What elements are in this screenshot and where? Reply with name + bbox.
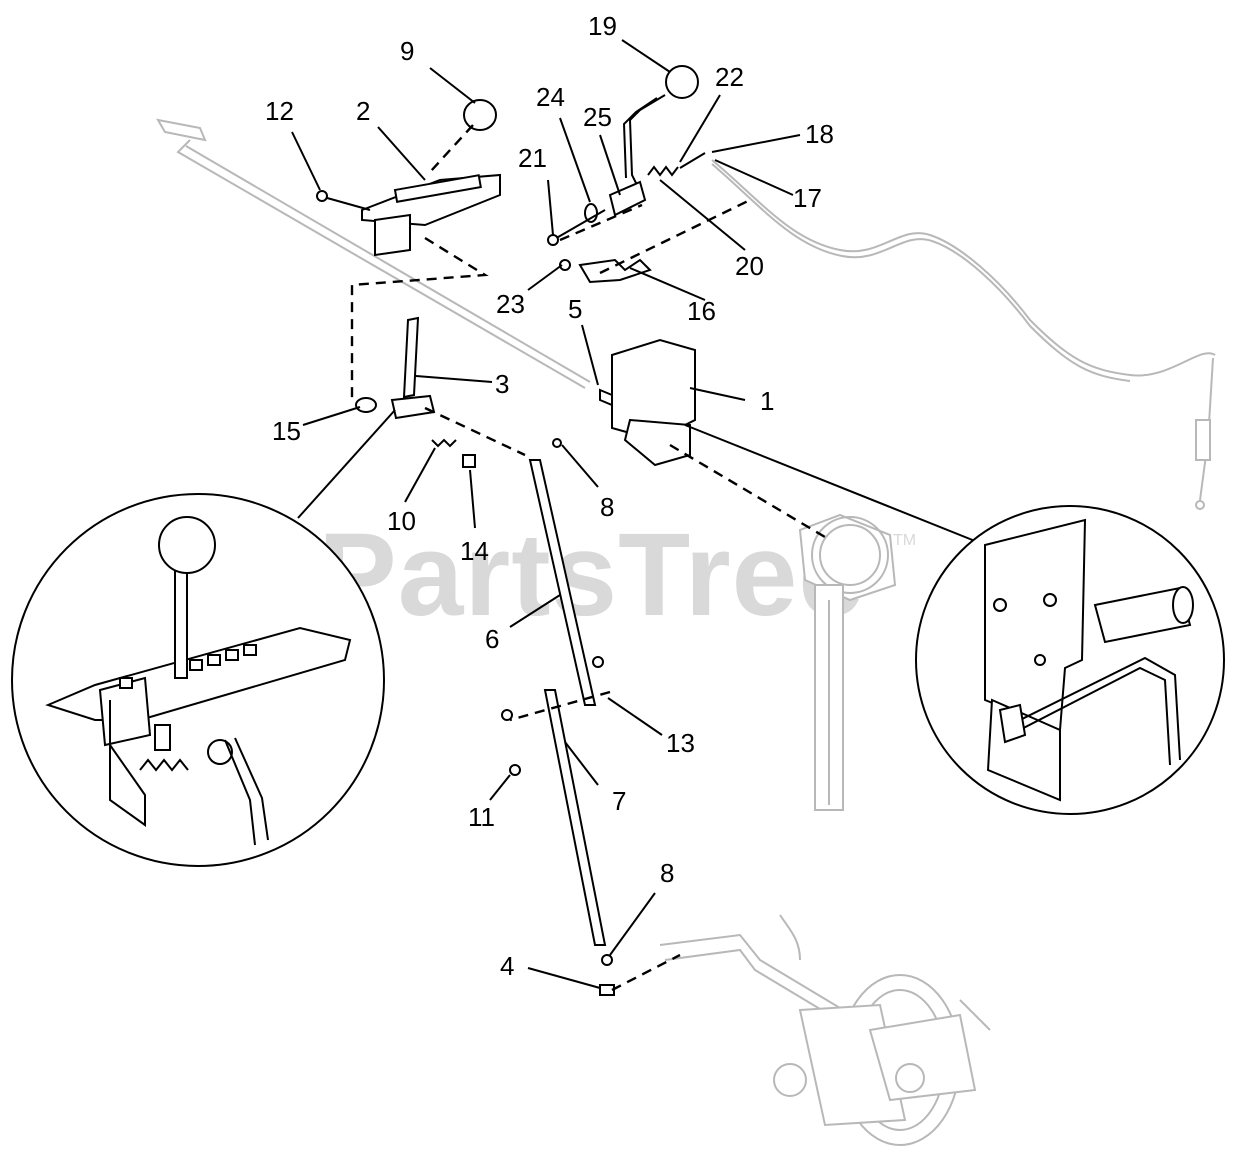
callout-labels: 9 19 22 24 25 12 2 18 21 17 20 23 16 5 3… — [265, 11, 834, 981]
knob-19 — [665, 65, 699, 99]
callout-11: 11 — [468, 802, 495, 832]
callout-4: 4 — [500, 951, 514, 981]
dashed-connectors — [350, 124, 831, 992]
cable-assembly — [711, 159, 1216, 510]
callout-14: 14 — [460, 536, 489, 566]
callout-8-lower: 8 — [660, 858, 674, 888]
detail-view-left — [11, 493, 385, 867]
mounting-bracket — [599, 338, 696, 467]
callout-25: 25 — [583, 102, 612, 132]
callout-20: 20 — [735, 251, 764, 281]
callout-24: 24 — [536, 82, 565, 112]
callout-19: 19 — [588, 11, 617, 41]
watermark-trademark: TM — [893, 532, 916, 549]
callout-21: 21 — [518, 143, 547, 173]
callout-8-upper: 8 — [600, 492, 614, 522]
callout-16: 16 — [687, 296, 716, 326]
callout-18: 18 — [805, 119, 834, 149]
transmission-assembly — [659, 914, 991, 1146]
callout-9: 9 — [400, 36, 414, 66]
callout-6: 6 — [485, 624, 499, 654]
callout-23: 23 — [496, 289, 525, 319]
callout-5: 5 — [568, 294, 582, 324]
callout-2: 2 — [356, 96, 370, 126]
callout-22: 22 — [715, 62, 744, 92]
callout-10: 10 — [387, 506, 416, 536]
detail-view-right — [915, 505, 1225, 815]
leader-lines — [291, 39, 981, 989]
callout-7: 7 — [612, 786, 626, 816]
callout-1: 1 — [760, 386, 774, 416]
callout-13: 13 — [666, 728, 695, 758]
watermark: PartsTree — [318, 509, 865, 641]
knob-9 — [463, 99, 497, 131]
gear-selector-bracket — [316, 173, 501, 257]
steering-gear-assembly — [798, 513, 897, 811]
slot-row — [119, 644, 257, 689]
callout-3: 3 — [495, 369, 509, 399]
callout-15: 15 — [272, 416, 301, 446]
callout-17: 17 — [793, 183, 822, 213]
callout-12: 12 — [265, 96, 294, 126]
shift-shaft-assembly — [156, 118, 591, 389]
